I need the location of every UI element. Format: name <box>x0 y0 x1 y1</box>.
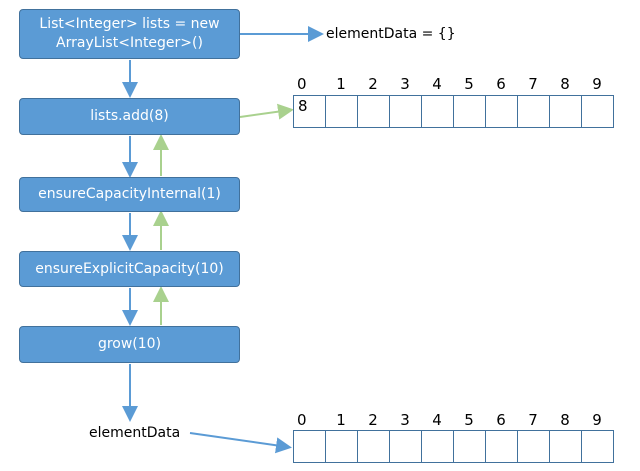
array-index: 9 <box>592 411 602 429</box>
array-cell <box>517 95 550 128</box>
array-cell <box>421 95 454 128</box>
array-cell <box>357 95 390 128</box>
element-data-empty-label: elementData = {} <box>326 26 456 42</box>
array-index: 3 <box>400 75 410 93</box>
top-array-indices: 0 1 2 3 4 5 6 7 8 9 <box>293 76 613 92</box>
array-index: 5 <box>464 411 474 429</box>
array-index: 8 <box>560 411 570 429</box>
array-index: 3 <box>400 411 410 429</box>
array-cell <box>485 430 518 463</box>
array-index: 9 <box>592 75 602 93</box>
new-arraylist-box: List<Integer> lists = new ArrayList<Inte… <box>19 9 240 59</box>
array-cell <box>453 95 486 128</box>
array-index: 7 <box>528 411 538 429</box>
array-cell <box>325 430 358 463</box>
array-cell <box>581 430 614 463</box>
lists-add-label: lists.add(8) <box>90 108 169 124</box>
bottom-array <box>293 430 614 463</box>
lists-add-box: lists.add(8) <box>19 98 240 135</box>
array-index: 2 <box>368 75 378 93</box>
array-cell <box>389 430 422 463</box>
arrow-elementdata-to-array <box>189 432 292 454</box>
new-arraylist-line2: ArrayList<Integer>() <box>56 35 203 51</box>
ensure-explicit-capacity-label: ensureExplicitCapacity(10) <box>35 260 224 277</box>
array-cell: 8 <box>293 95 326 128</box>
new-arraylist-line1: List<Integer> lists = new <box>39 16 220 32</box>
array-index: 5 <box>464 75 474 93</box>
array-cell <box>325 95 358 128</box>
array-index: 1 <box>336 411 346 429</box>
top-array: 8 <box>293 95 614 128</box>
array-cell <box>581 95 614 128</box>
element-data-label: elementData <box>89 425 181 441</box>
grow-box: grow(10) <box>19 326 240 363</box>
array-index: 6 <box>496 75 506 93</box>
array-index: 0 <box>297 75 307 93</box>
array-cell <box>453 430 486 463</box>
array-cell <box>293 430 326 463</box>
array-index: 6 <box>496 411 506 429</box>
array-index: 4 <box>432 411 442 429</box>
ensure-capacity-internal-box: ensureCapacityInternal(1) <box>19 177 240 212</box>
ensure-capacity-internal-label: ensureCapacityInternal(1) <box>38 186 221 202</box>
array-index: 7 <box>528 75 538 93</box>
grow-label: grow(10) <box>97 336 162 352</box>
array-cell <box>549 430 582 463</box>
array-cell <box>485 95 518 128</box>
array-index: 1 <box>336 75 346 93</box>
array-cell <box>421 430 454 463</box>
array-cell <box>517 430 550 463</box>
ensure-explicit-capacity-box: ensureExplicitCapacity(10) <box>19 251 240 287</box>
array-index: 2 <box>368 411 378 429</box>
array-index: 8 <box>560 75 570 93</box>
bottom-array-indices: 0 1 2 3 4 5 6 7 8 9 <box>293 412 613 428</box>
array-index: 4 <box>432 75 442 93</box>
arrow-add-to-array <box>239 103 294 120</box>
array-cell <box>389 95 422 128</box>
array-index: 0 <box>297 411 307 429</box>
array-cell <box>549 95 582 128</box>
array-cell <box>357 430 390 463</box>
